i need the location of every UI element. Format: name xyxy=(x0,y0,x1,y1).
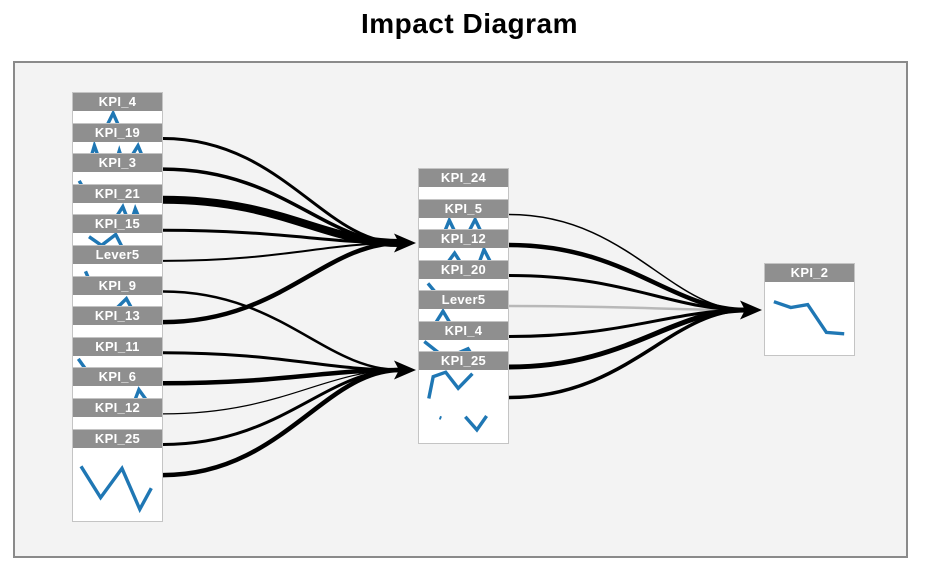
sparkline-path xyxy=(76,141,155,201)
node-header: KPI_12 xyxy=(419,230,508,248)
page-title: Impact Diagram xyxy=(360,8,579,39)
node-header: KPI_21 xyxy=(73,184,162,203)
node-header: KPI_15 xyxy=(73,215,162,234)
sparkline-path xyxy=(773,300,845,336)
node-header: KPI_20 xyxy=(419,260,508,279)
sparkline-chart xyxy=(773,300,845,336)
node-kpi-25: KPI_25 xyxy=(72,428,163,522)
node-header: KPI_4 xyxy=(73,93,162,111)
sparkline-chart xyxy=(427,370,488,433)
sparkline-path xyxy=(79,464,153,513)
sparkline-path xyxy=(438,415,442,420)
node-header: KPI_9 xyxy=(73,276,162,295)
node-header: KPI_3 xyxy=(73,154,162,173)
node-header: KPI_13 xyxy=(73,307,162,326)
node-header: KPI_12 xyxy=(73,399,162,417)
node-header: KPI_2 xyxy=(765,264,854,282)
node-kpi-25: KPI_25 xyxy=(418,351,509,444)
node-header: KPI_5 xyxy=(419,199,508,218)
sparkline-path xyxy=(464,415,488,433)
node-header: KPI_19 xyxy=(73,123,162,142)
node-header: KPI_25 xyxy=(419,352,508,370)
node-header: Lever5 xyxy=(419,291,508,309)
node-header: KPI_25 xyxy=(73,429,162,448)
node-header: KPI_24 xyxy=(419,169,508,187)
node-header: KPI_6 xyxy=(73,368,162,387)
sparkline-chart xyxy=(76,141,155,201)
sparkline-path xyxy=(427,370,474,399)
node-header: Lever5 xyxy=(73,246,162,264)
sparkline-chart xyxy=(79,464,153,513)
node-header: KPI_11 xyxy=(73,337,162,356)
node-kpi-2: KPI_2 xyxy=(764,263,855,356)
node-header: KPI_4 xyxy=(419,321,508,340)
